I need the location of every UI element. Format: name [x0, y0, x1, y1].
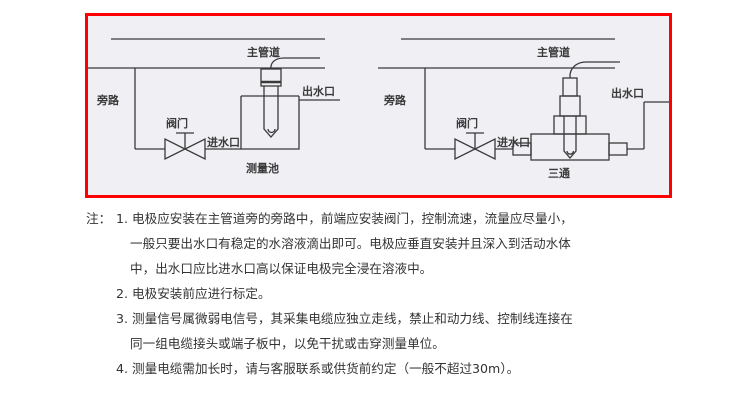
right-device-label: 三通 — [548, 167, 570, 180]
note-line: 电极安装前应进行标定。 — [132, 286, 271, 301]
note-line: 测量电缆需加长时，请与客服联系或供货前约定（一般不超过30m）。 — [132, 361, 520, 376]
left-outlet-label: 出水口 — [302, 85, 335, 98]
left-valve-left-wing — [164, 137, 187, 161]
installation-diagram-frame: 主管道 旁路 阀门 进水口 出水口 测量池 主管道 旁路 阀门 进水口 出水口 … — [85, 13, 672, 198]
right-valve-left-wing — [454, 137, 477, 161]
left-cell-body — [240, 96, 300, 150]
note-item: 3. 测量信号属微弱电信号，其采集电缆应独立走线，禁止和动力线、控制线连接在 — [86, 306, 686, 331]
note-continuation: 一般只要出水口有稳定的水溶液滴出即可。电极应垂直安装并且深入到活动水体 — [130, 236, 571, 251]
note-line: 测量信号属微弱电信号，其采集电缆应独立走线，禁止和动力线、控制线连接在 — [132, 311, 573, 326]
right-sensor-shaft — [563, 116, 577, 159]
right-sensor-cable — [569, 61, 620, 79]
notes-header: 注： — [86, 211, 112, 226]
right-bypass-label: 旁路 — [384, 94, 406, 107]
right-sensor-nut — [559, 95, 581, 117]
left-inlet-label: 进水口 — [207, 136, 240, 149]
right-tee-right-nipple — [608, 142, 628, 156]
right-valve-label: 阀门 — [456, 117, 478, 130]
note-line: 电极应安装在主管道旁的旁路中，前端应安装阀门，控制流速，流量应尽量小， — [132, 211, 573, 226]
right-tee-body — [530, 133, 610, 161]
note-continuation: 同一组电缆接头或端子板中，以免干扰或击穿测量单位。 — [130, 336, 445, 351]
note-number: 4. — [116, 361, 129, 376]
note-number: 1. — [116, 211, 129, 226]
left-bypass-label: 旁路 — [97, 94, 119, 107]
left-electrode-head — [260, 68, 282, 87]
left-electrode-tip — [267, 128, 276, 134]
right-valve-right-wing — [473, 137, 496, 161]
note-item: 4. 测量电缆需加长时，请与客服联系或供货前约定（一般不超过30m）。 — [86, 356, 686, 381]
left-valve-right-wing — [183, 137, 206, 161]
note-item: 2. 电极安装前应进行标定。 — [86, 281, 686, 306]
right-tee-branch-flange — [553, 115, 587, 135]
right-outlet-label: 出水口 — [611, 87, 644, 100]
note-continuation: 中，出水口应比进水口高以保证电极完全浸在溶液中。 — [130, 261, 433, 276]
left-electrode-cable — [270, 57, 320, 70]
right-sensor-head — [562, 77, 578, 97]
note-item: 注： 1. 电极应安装在主管道旁的旁路中，前端应安装阀门，控制流速，流量应尽量小… — [86, 206, 686, 231]
left-valve-label: 阀门 — [166, 117, 188, 130]
diagram-inner: 主管道 旁路 阀门 进水口 出水口 测量池 主管道 旁路 阀门 进水口 出水口 … — [88, 16, 669, 195]
note-number: 3. — [116, 311, 129, 326]
right-main-pipe-label: 主管道 — [537, 46, 570, 59]
right-sensor-tip — [566, 150, 575, 155]
notes-block: 注： 1. 电极应安装在主管道旁的旁路中，前端应安装阀门，控制流速，流量应尽量小… — [86, 206, 686, 381]
right-inlet-label: 进水口 — [497, 136, 530, 149]
diagram-drawing — [88, 38, 669, 161]
left-device-label: 测量池 — [246, 162, 279, 175]
note-number: 2. — [116, 286, 129, 301]
left-electrode-shaft — [263, 86, 279, 138]
left-main-pipe-label: 主管道 — [247, 46, 280, 59]
